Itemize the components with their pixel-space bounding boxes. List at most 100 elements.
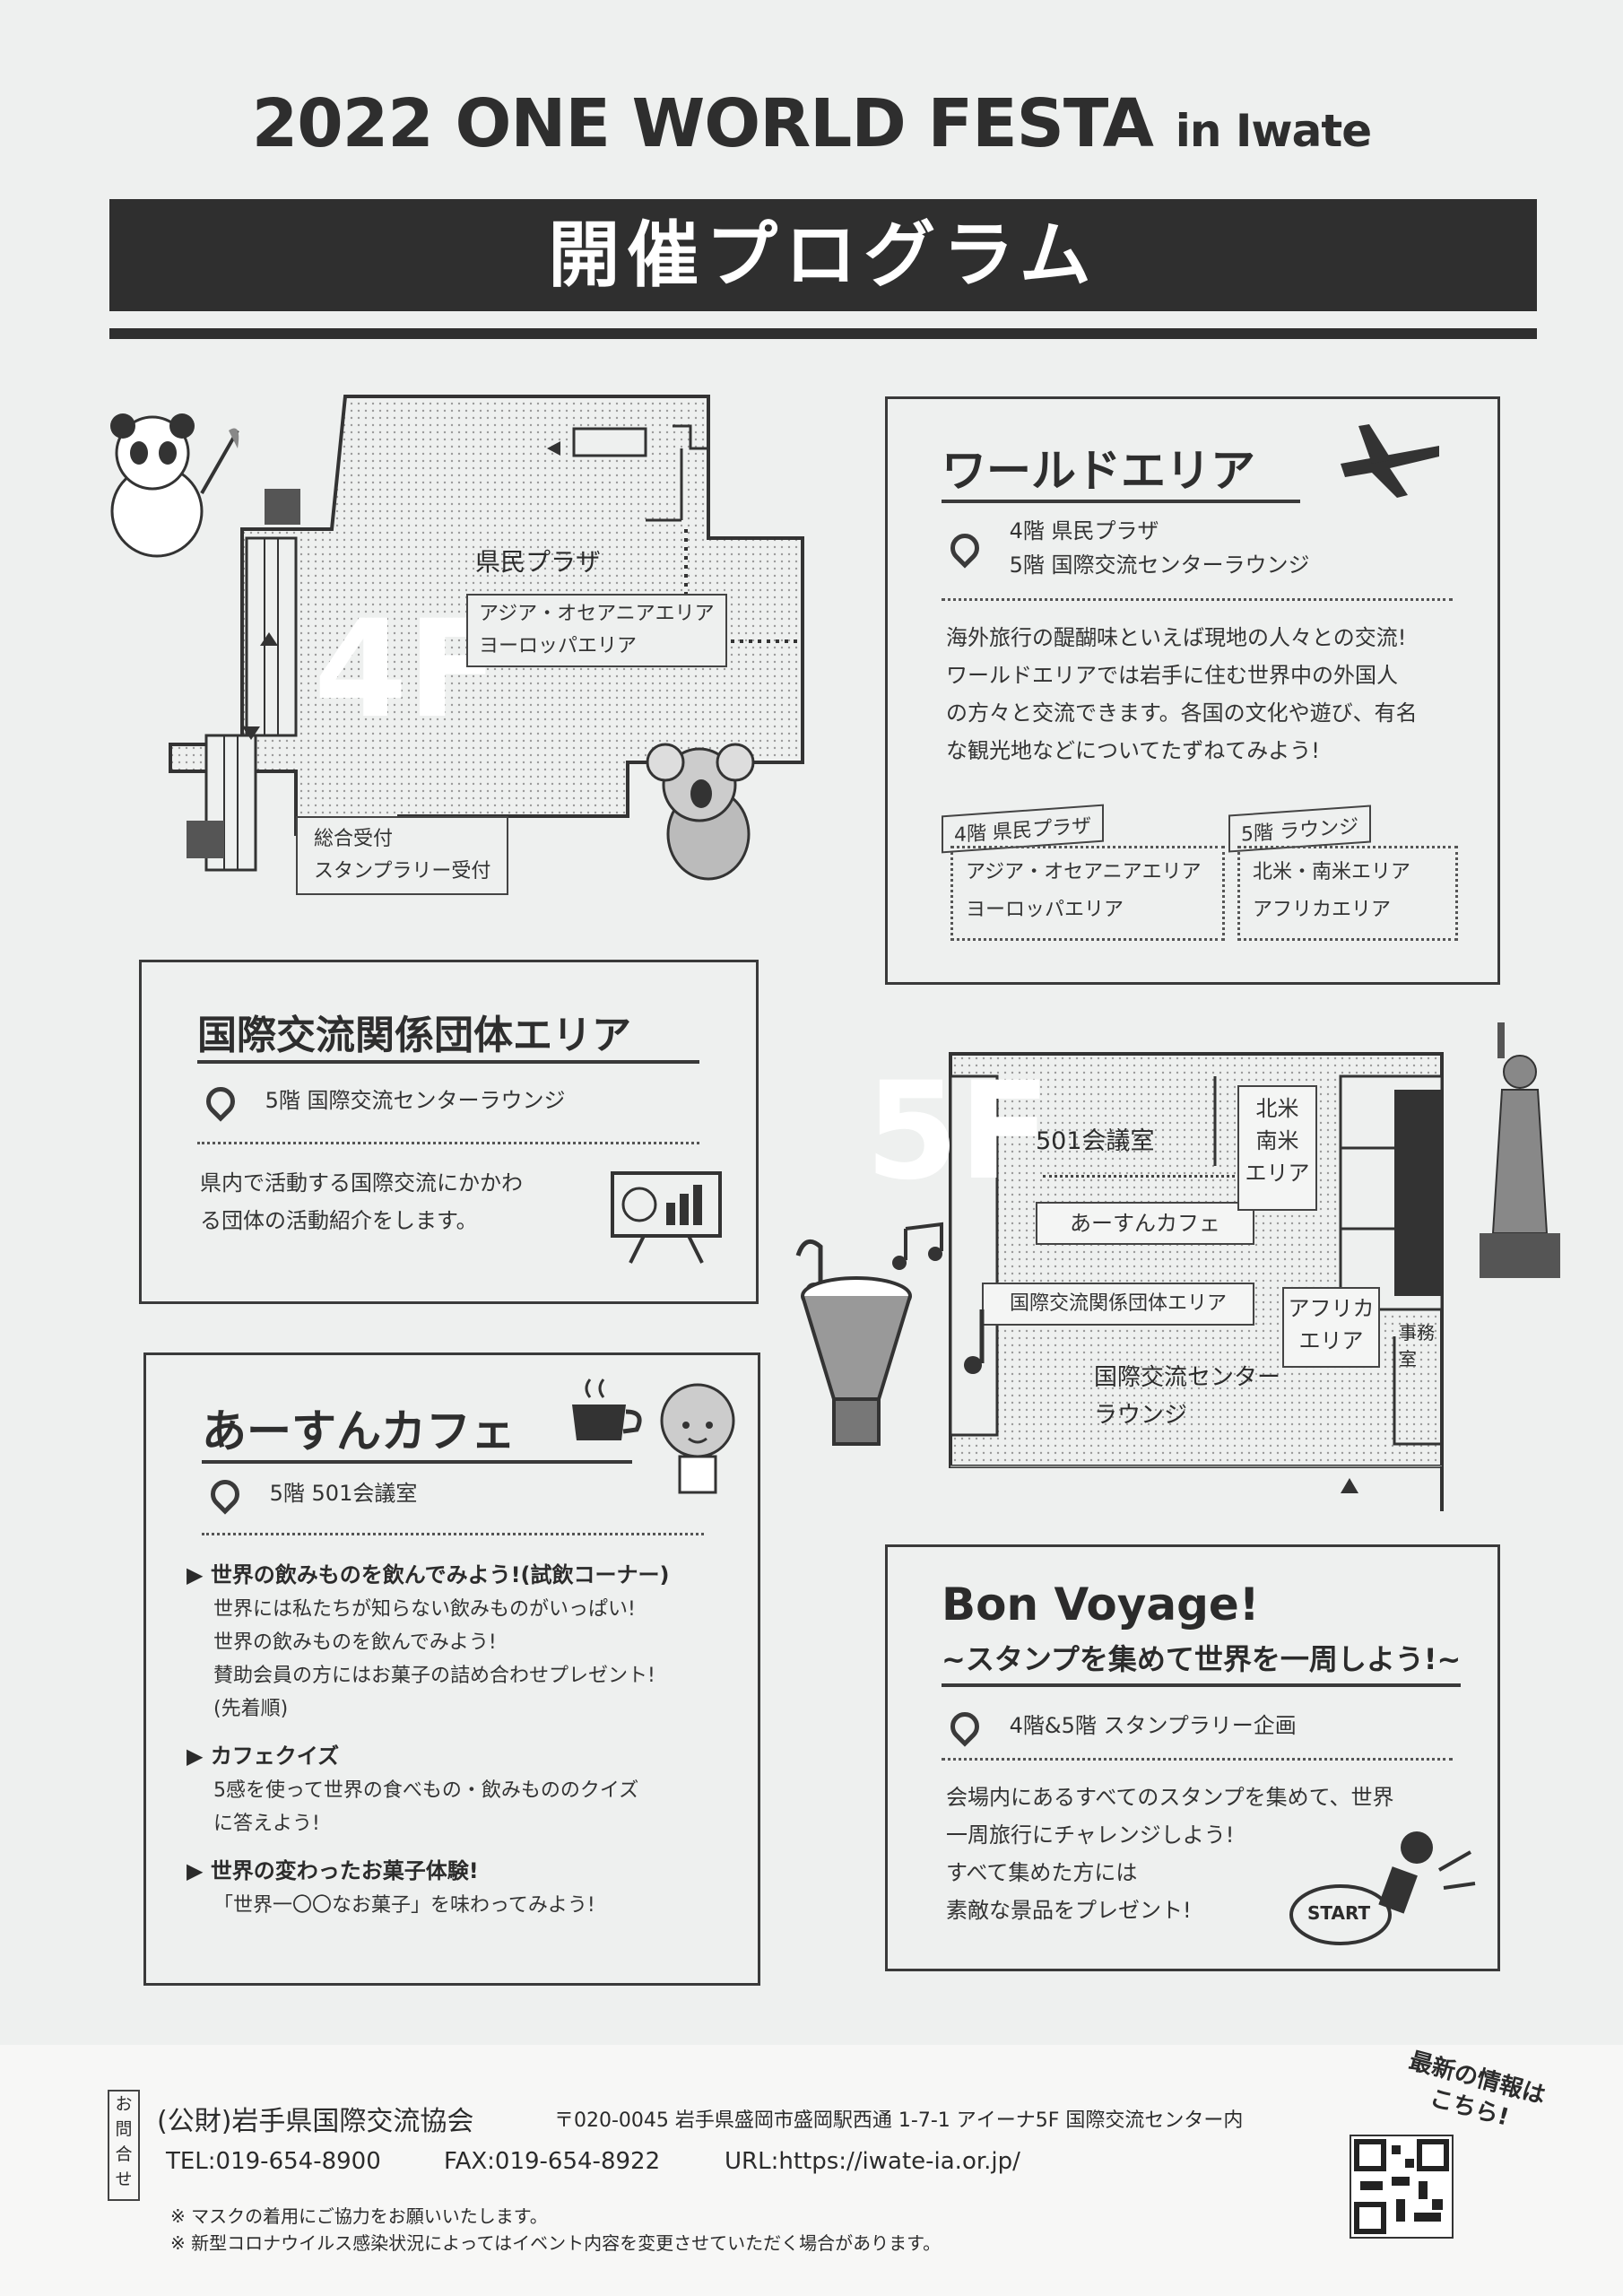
world-desc-line: 海外旅行の醍醐味といえば現地の人々との交流! [946,625,1407,650]
qr-code-icon[interactable] [1350,2135,1454,2239]
world-desc-line: の方々と交流できます。各国の文化や遊び、有名 [946,700,1418,726]
world-4f-tag-group: 4階 県民プラザ アジア・オセアニアエリア ヨーロッパエリア [942,804,1225,941]
stamp-illustration: START [1282,1816,1480,1951]
area-label-europe: ヨーロッパエリア [479,635,638,657]
cafe-item1-line: 世界には私たちが知らない飲みものがいっぱい! [213,1598,636,1621]
world-5f-tag-group: 5階 ラウンジ 北米・南米エリア アフリカエリア [1228,804,1458,941]
floor4-area-tag: アジア・オセアニアエリア ヨーロッパエリア [466,594,727,667]
world-loc-1: 4階 県民プラザ [1009,518,1159,544]
tel: TEL:019-654-8900 [166,2148,381,2175]
world-divider [942,598,1453,601]
intl-org-title: 国際交流関係団体エリア [197,1003,699,1064]
cafe-item2-line: 5感を使って世界の食べもの・飲みもののクイズ [213,1779,639,1802]
room-501-divider [1043,1175,1267,1178]
floor5-label: 5F [865,1054,1051,1210]
intl-org-desc-line: る団体の活動紹介をします。 [200,1208,478,1233]
contact-label-char: お [115,2094,133,2114]
cafe-item2-body: 5感を使って世界の食べもの・飲みもののクイズ に答えよう! [187,1774,742,1840]
reception-stamp: スタンプラリー受付 [314,860,491,883]
fax: FAX:019-654-8922 [444,2148,661,2175]
airplane-icon [1336,419,1444,503]
title-main: 2022 ONE WORLD FESTA [251,85,1154,162]
bon-voyage-desc-line: 素敵な景品をプレゼント! [946,1898,1192,1923]
cafe-title: あーすんカフェ [202,1396,632,1464]
location-pin-icon [944,1706,985,1747]
koala-illustration [646,735,780,891]
office-room: 事務室 [1399,1322,1435,1370]
america-line: 北米 [1255,1096,1299,1121]
world-area-box: ワールドエリア 4階 県民プラザ 5階 国際交流センターラウンジ 海外旅行の醍醐… [885,396,1500,985]
reception-tag: 総合受付 スタンプラリー受付 [296,816,509,895]
location-pin-icon [204,1474,246,1515]
cafe-room: あーすんカフェ [1036,1202,1254,1245]
area-label-asia: アジア・オセアニアエリア [479,603,715,625]
cafe-items: ▶ 世界の飲みものを飲んでみよう!(試飲コーナー) 世界には私たちが知らない飲み… [187,1557,742,1922]
coffee-cup-icon [568,1378,648,1448]
intl-org-desc-line: 県内で活動する国際交流にかかわ [200,1170,523,1196]
cafe-item1-line: 賛助会員の方にはお菓子の詰め合わせプレゼント! [213,1665,655,1687]
world-4f-list: アジア・オセアニアエリア ヨーロッパエリア [950,846,1225,941]
presentation-icon [608,1169,725,1271]
world-4f-item: アジア・オセアニアエリア [966,861,1202,883]
world-area-title: ワールドエリア [942,435,1300,503]
floor4-map: 4F 県民プラザ アジア・オセアニアエリア ヨーロッパエリア 総合受付 スタンプ… [99,395,834,906]
cafe-loc: 5階 501会議室 [269,1481,418,1506]
drum-illustration [780,1220,1013,1465]
lounge-room: 国際交流センター ラウンジ [1094,1359,1280,1434]
room-501: 501会議室 [1036,1127,1155,1155]
world-5f-item: アフリカエリア [1253,899,1392,921]
cafe-item1-line: (先着順) [213,1698,289,1720]
note-covid: ※ 新型コロナウイルス感染状況によってはイベント内容を変更させていただく場合があ… [170,2232,942,2254]
lounge-line: 国際交流センター [1094,1364,1281,1391]
bon-voyage-desc-line: 一周旅行にチャレンジしよう! [946,1822,1235,1848]
floor5-map-shape [949,1052,1444,1511]
cafe-item1-body: 世界には私たちが知らない飲みものがいっぱい! 世界の飲みものを飲んでみよう! 賛… [187,1593,742,1726]
intl-org-box: 国際交流関係団体エリア 5階 国際交流センターラウンジ 県内で活動する国際交流に… [139,960,759,1304]
cafe-item3-head-text: 世界の変わったお菓子体験! [210,1858,479,1883]
stamp-start-text: START [1307,1902,1371,1924]
contact-label-char: せ [115,2170,133,2189]
cafe-item1-head: ▶ 世界の飲みものを飲んでみよう!(試飲コーナー) [187,1562,670,1587]
url-link[interactable]: URL:https://iwate-ia.or.jp/ [725,2148,1020,2175]
banner-rule [109,328,1537,339]
cafe-item2-head: ▶ カフェクイズ [187,1744,340,1769]
cafe-box: あーすんカフェ 5階 501会議室 ▶ 世界の飲みものを飲んでみよう!(試飲コー… [143,1352,760,1986]
world-area-desc: 海外旅行の醍醐味といえば現地の人々との交流! ワールドエリアでは岩手に住む世界中… [946,619,1418,770]
bon-voyage-subtitle: ~スタンプを集めて世界を一周しよう!~ [942,1637,1462,1687]
intl-org-divider [197,1142,699,1144]
cafe-item3-head: ▶ 世界の変わったお菓子体験! [187,1858,479,1883]
world-5f-item: 北米・南米エリア [1253,861,1411,883]
bon-voyage-loc: 4階&5階 スタンプラリー企画 [1009,1713,1297,1738]
america-area: 北米 南米 エリア [1237,1085,1317,1211]
bon-voyage-box: Bon Voyage! ~スタンプを集めて世界を一周しよう!~ 4階&5階 スタ… [885,1544,1500,1971]
org-area-room: 国際交流関係団体エリア [982,1283,1254,1326]
bon-voyage-desc: 会場内にあるすべてのスタンプを集めて、世界 一周旅行にチャレンジしよう! すべて… [946,1779,1393,1929]
africa-area: アフリカ エリア [1282,1287,1380,1368]
world-loc-2: 5階 国際交流センターラウンジ [1009,552,1310,578]
contact-label-char: 合 [115,2144,133,2164]
africa-line: エリア [1298,1328,1364,1353]
location-pin-icon [944,527,985,569]
cafe-item1-head-text: 世界の飲みものを飲んでみよう!(試飲コーナー) [210,1562,670,1587]
world-area-location: 4階 県民プラザ 5階 国際交流センターラウンジ [944,514,1310,582]
bon-voyage-location: 4階&5階 スタンプラリー企画 [944,1706,1297,1747]
program-banner: 開催プログラム [109,199,1537,311]
location-pin-icon [200,1081,241,1122]
bon-voyage-divider [942,1758,1453,1761]
plaza-label: 県民プラザ [475,547,602,577]
panda-illustration [103,413,247,569]
mascot-illustration [648,1371,747,1509]
contact-label: お 問 合 せ [108,2090,140,2201]
cafe-location: 5階 501会議室 [204,1474,418,1515]
lounge-line: ラウンジ [1094,1402,1188,1429]
world-desc-line: ワールドエリアでは岩手に住む世界中の外国人 [946,663,1398,688]
cafe-item3-body: 「世界一〇〇なお菓子」を味わってみよう! [187,1889,742,1922]
contact-label-char: 問 [115,2119,133,2139]
cafe-item2-head-text: カフェクイズ [210,1744,340,1769]
qr-caption: 最新の情報は こちら! [1398,2046,1549,2141]
org-name: (公財)岩手県国際交流協会 [157,2106,474,2137]
intl-org-desc: 県内で活動する国際交流にかかわ る団体の活動紹介をします。 [200,1164,523,1239]
america-line: 南米 [1255,1128,1299,1153]
page-title: 2022 ONE WORLD FESTA in Iwate [0,85,1623,162]
reception-general: 総合受付 [314,828,394,850]
